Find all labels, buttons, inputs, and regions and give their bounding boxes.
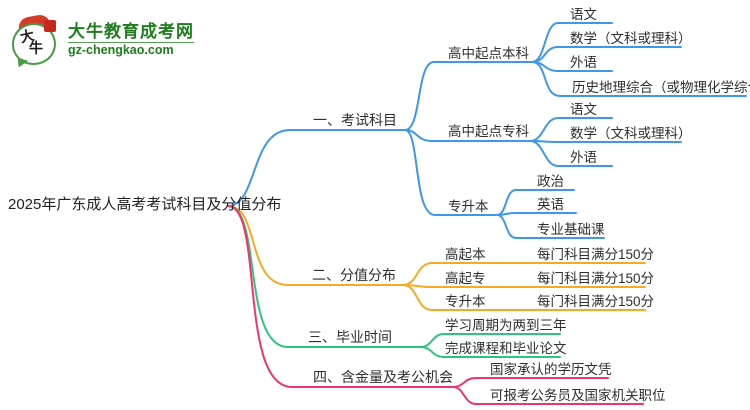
node-gaoqizhuan: 高起专 (445, 271, 486, 286)
node-hs-to-bachelor-chinese: 语文 (570, 7, 597, 22)
branch-2-connectors (227, 205, 646, 311)
node-hs-to-college: 高中起点专科 (448, 124, 529, 139)
connector-line (227, 205, 404, 286)
connector-line (531, 61, 747, 97)
branch-1-exam-subjects: 一、考试科目 (313, 112, 397, 128)
connector-line (404, 61, 533, 131)
node-zhuanshengben-score-label: 专升本 (445, 294, 486, 309)
connector-line (227, 129, 406, 207)
node-professional-basic-course: 专业基础课 (537, 222, 605, 237)
branch-4-connectors (227, 205, 644, 405)
node-zhuanshengben-score: 每门科目满分150分 (537, 294, 655, 309)
connector-line (531, 46, 682, 63)
node-english: 英语 (537, 197, 564, 212)
logo-seal-icon (44, 20, 56, 32)
connector-line (452, 377, 609, 388)
node-civil-service-eligible: 可报考公务员及国家机关职位 (490, 388, 666, 403)
node-gaoqiben: 高起本 (445, 247, 486, 262)
connector-line (404, 129, 498, 216)
connector-line (404, 129, 531, 142)
logo-char: 牛 (29, 40, 43, 56)
node-gaoqiben-score: 每门科目满分150分 (537, 247, 655, 262)
branch-4-value-civil-service: 四、含金量及考公机会 (313, 369, 453, 385)
node-college-to-bachelor: 专升本 (448, 199, 489, 214)
mindmap-root: 2025年广东成人高考考试科目及分值分布 (8, 196, 282, 213)
connector-line (227, 205, 454, 388)
node-hs-to-bachelor-history-geography: 历史地理综合（或物理化学综合） (572, 80, 750, 95)
logo-text-block: 大牛教育成考网 gz-chengkao.com (68, 22, 194, 58)
connector-line (452, 386, 644, 405)
site-url: gz-chengkao.com (68, 43, 174, 57)
node-state-recognized-diploma: 国家承认的学历文凭 (490, 362, 612, 377)
node-politics: 政治 (537, 174, 564, 189)
connector-line (496, 212, 577, 216)
node-hs-to-college-math: 数学（文科或理科） (570, 126, 692, 141)
connector-line (529, 140, 613, 167)
site-name: 大牛教育成考网 (68, 22, 194, 43)
branch-2-score-distribution: 二、分值分布 (312, 267, 396, 283)
connector-line (529, 140, 682, 143)
node-complete-courses: 完成课程和毕业论文 (445, 341, 567, 356)
node-hs-to-bachelor-math: 数学（文科或理科） (570, 31, 692, 46)
branch-1-connectors (227, 22, 747, 239)
node-hs-to-college-foreign-language: 外语 (570, 150, 597, 165)
connector-line (420, 346, 561, 358)
node-gaoqizhuan-score: 每门科目满分150分 (537, 271, 655, 286)
node-hs-to-bachelor: 高中起点本科 (448, 46, 529, 61)
node-hs-to-bachelor-foreign-language: 外语 (570, 55, 597, 70)
site-logo[interactable]: 大 牛 大牛教育成考网 gz-chengkao.com (10, 13, 194, 70)
logo-bubble-icon: 大 牛 (10, 13, 60, 70)
node-study-period: 学习周期为两到三年 (445, 318, 567, 333)
connector-line (496, 214, 605, 239)
connector-line (402, 284, 646, 311)
node-hs-to-college-chinese: 语文 (570, 102, 597, 117)
branch-3-graduation-time: 三、毕业时间 (308, 329, 392, 345)
